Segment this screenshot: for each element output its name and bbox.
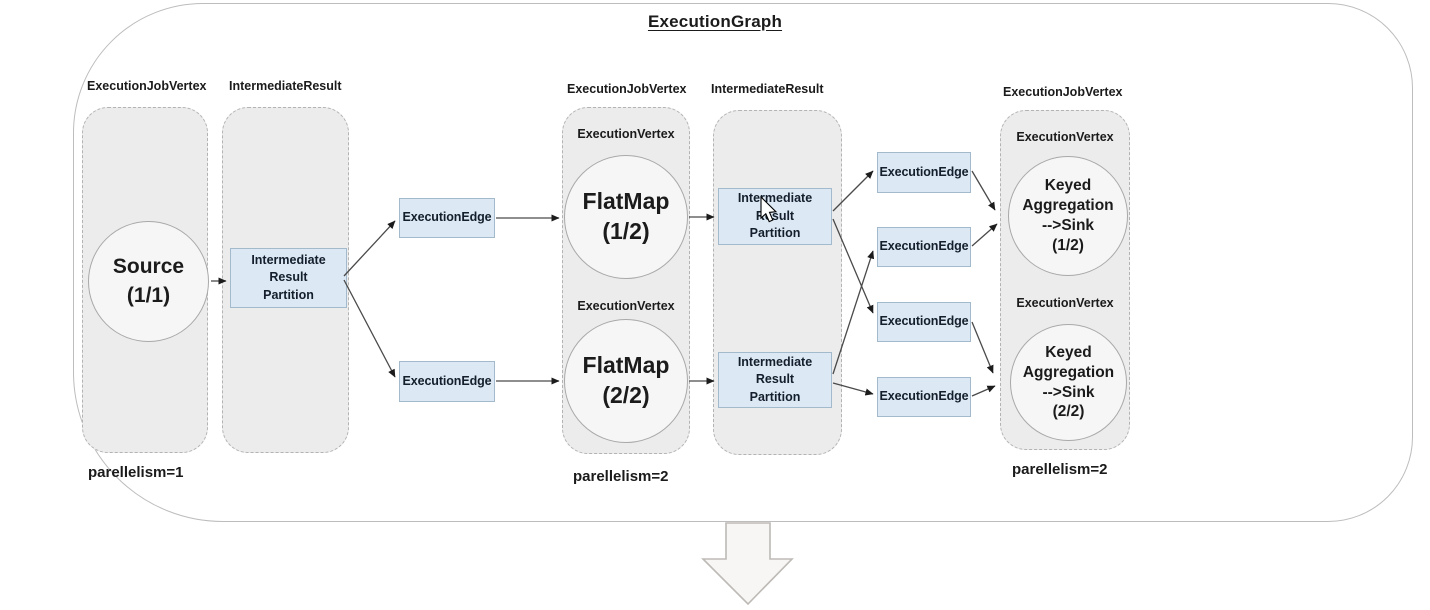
label-intermediate-result-2: IntermediateResult [711,82,824,96]
node-flatmap-1-label: FlatMap (1/2) [582,188,670,244]
label-execution-vertex-flatmap-2: ExecutionVertex [577,299,675,313]
node-keyed-aggregation-2-label: Keyed Aggregation -->Sink (2/2) [1022,343,1115,421]
node-keyed-aggregation-1-label: Keyed Aggregation -->Sink (1/2) [1022,177,1114,254]
node-keyed-aggregation-2: Keyed Aggregation -->Sink (2/2) [1010,324,1127,441]
node-source: Source (1/1) [88,221,209,342]
parallelism-label-source: parellelism=1 [88,464,184,481]
partition-box-2-label: Intermediate Result Partition [737,191,813,241]
execution-edge-box-1-label: ExecutionEdge [402,210,492,225]
down-arrow [701,522,794,606]
execution-edge-box-4: ExecutionEdge [877,227,971,267]
execution-edge-box-1: ExecutionEdge [399,198,495,238]
label-execution-job-vertex-1: ExecutionJobVertex [87,79,207,93]
label-execution-vertex-sink-1: ExecutionVertex [1016,130,1114,144]
page-title: ExecutionGraph [647,12,783,31]
execution-edge-box-5: ExecutionEdge [877,302,971,342]
node-flatmap-1: FlatMap (1/2) [564,155,688,279]
node-flatmap-2-label: FlatMap (2/2) [582,352,670,408]
node-flatmap-2: FlatMap (2/2) [564,319,688,443]
execution-edge-box-5-label: ExecutionEdge [879,314,969,329]
partition-box-1: Intermediate Result Partition [230,248,347,308]
execution-edge-box-3-label: ExecutionEdge [879,164,969,179]
label-execution-vertex-flatmap-1: ExecutionVertex [577,127,675,141]
execution-edge-box-4-label: ExecutionEdge [879,239,969,254]
execution-edge-box-2-label: ExecutionEdge [402,373,492,388]
node-keyed-aggregation-1: Keyed Aggregation -->Sink (1/2) [1008,156,1128,276]
parallelism-label-sink: parellelism=2 [1012,461,1108,478]
partition-box-2: Intermediate Result Partition [718,188,832,245]
parallelism-label-flatmap: parellelism=2 [573,468,669,485]
partition-box-1-label: Intermediate Result Partition [251,252,326,302]
label-intermediate-result-1: IntermediateResult [229,79,342,93]
execution-edge-box-6-label: ExecutionEdge [879,389,969,404]
label-execution-vertex-sink-2: ExecutionVertex [1016,296,1114,310]
partition-box-3-label: Intermediate Result Partition [737,354,813,404]
label-execution-job-vertex-2: ExecutionJobVertex [567,82,687,96]
execution-edge-box-6: ExecutionEdge [877,377,971,417]
node-source-label: Source (1/1) [112,255,185,307]
execution-edge-box-3: ExecutionEdge [877,152,971,193]
partition-box-3: Intermediate Result Partition [718,352,832,408]
execution-edge-box-2: ExecutionEdge [399,361,495,402]
label-execution-job-vertex-3: ExecutionJobVertex [1003,85,1123,99]
